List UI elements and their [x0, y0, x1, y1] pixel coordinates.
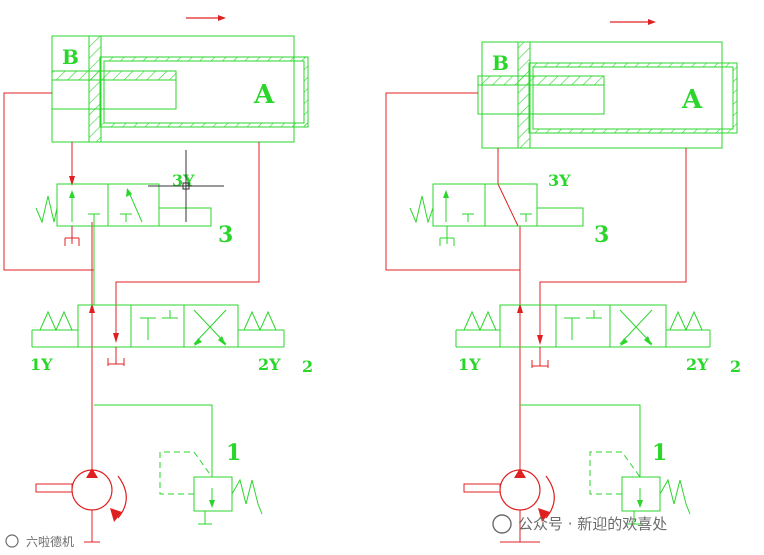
right-hydraulic-lines [385, 92, 687, 477]
left-hydraulic-lines [3, 92, 260, 477]
right-motion-arrow [610, 19, 656, 25]
right-valve-2: 1Y 2Y 2 [455, 304, 741, 376]
right-label-2y: 2Y [686, 355, 709, 374]
left-label-2: 2 [302, 357, 313, 376]
right-label-1: 1 [652, 440, 667, 466]
left-label-3y: 3Y [172, 171, 195, 190]
left-circuit: B A [3, 15, 313, 543]
right-label-chamber-a: A [681, 85, 703, 115]
left-label-3: 3 [218, 222, 233, 248]
left-label-chamber-b: B [62, 45, 79, 69]
left-motion-arrow [186, 15, 226, 21]
right-label-3: 3 [594, 222, 609, 248]
watermark-right: 公众号 · 新迎的欢喜处 [492, 514, 667, 534]
watermark-left-text: 六啦德机 [26, 534, 74, 549]
right-pump [463, 468, 555, 543]
crosshair-cursor-icon [148, 150, 224, 222]
wechat-logo-icon [492, 514, 512, 534]
left-relief-valve: 1 [159, 440, 263, 525]
left-valve-2: 1Y 2Y 2 [30, 304, 313, 376]
right-label-chamber-b: B [492, 51, 509, 75]
watermark-right-text: 公众号 · 新迎的欢喜处 [518, 515, 667, 533]
right-label-2: 2 [730, 357, 741, 376]
left-pump [35, 468, 127, 543]
left-label-chamber-a: A [253, 80, 275, 110]
watermark-logo-icon [5, 534, 19, 548]
right-label-1y: 1Y [458, 355, 481, 374]
left-label-1y: 1Y [30, 355, 53, 374]
left-label-1: 1 [226, 440, 241, 466]
right-valve-3: 3Y 3 [409, 171, 609, 248]
left-valve-3: 3Y 3 [35, 150, 233, 248]
right-circuit: B A 3 [385, 19, 741, 543]
left-cylinder: B A [51, 35, 309, 143]
right-relief-valve: 1 [589, 440, 691, 525]
right-cylinder: B A [477, 41, 738, 149]
right-label-3y: 3Y [548, 171, 571, 190]
watermark-left: 六啦德机 [5, 534, 74, 549]
left-label-2y: 2Y [258, 355, 281, 374]
